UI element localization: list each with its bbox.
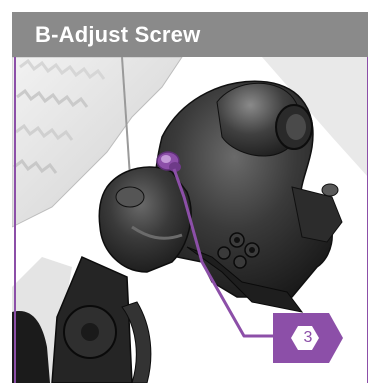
card-border-left — [14, 57, 16, 383]
page-title: B-Adjust Screw — [35, 22, 200, 48]
instruction-card: B-Adjust Screw — [12, 12, 368, 383]
derailleur-arm — [52, 167, 191, 383]
callout-number: 3 — [273, 313, 333, 363]
card-border-right — [367, 57, 368, 383]
callout-marker: 3 — [273, 313, 343, 363]
card-header: B-Adjust Screw — [12, 12, 368, 57]
